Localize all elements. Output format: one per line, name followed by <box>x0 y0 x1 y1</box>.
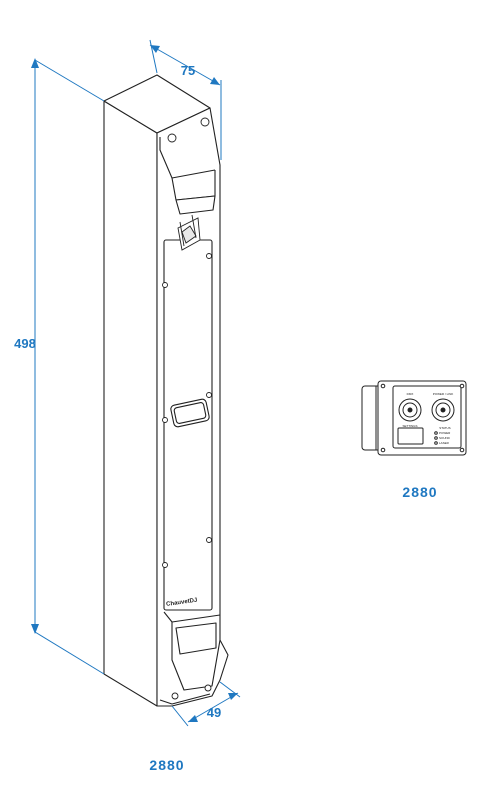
middle-handle-inner <box>173 402 207 424</box>
screw-group <box>162 117 212 700</box>
tower-left-face <box>103 100 158 707</box>
depth-dimension-label: 49 <box>207 705 221 720</box>
status-led-icon <box>434 436 438 440</box>
screw-icon <box>459 447 465 453</box>
status-led-icon <box>434 431 438 435</box>
status-led-icon <box>434 441 438 445</box>
status-item-label: LASER <box>439 441 450 445</box>
status-item-label: SOUND <box>439 436 451 440</box>
screw-icon <box>459 383 465 389</box>
width-dimension-label: 75 <box>181 63 195 78</box>
height-dimension-label: 498 <box>14 336 36 351</box>
tower-fixture-drawing <box>103 74 229 707</box>
height-extension-top <box>34 59 105 102</box>
side-view-caption: 2880 <box>402 484 437 500</box>
width-extension-left <box>149 39 158 74</box>
upper-chamfer <box>159 137 216 179</box>
main-view-caption: 2880 <box>149 757 184 773</box>
screw-icon <box>200 117 210 127</box>
product-logo-text: ChauvetDJ <box>166 598 198 608</box>
bracket-logo-icon <box>177 214 201 251</box>
power-link-label: POWER / LINK <box>433 392 454 396</box>
status-item-label: POWER <box>439 431 451 435</box>
height-extension-bottom <box>34 631 105 675</box>
screw-icon <box>167 133 177 143</box>
dmx-label: DMX <box>407 392 414 396</box>
screw-icon <box>206 537 212 543</box>
screw-icon <box>206 392 212 398</box>
depth-extension-left <box>171 705 189 727</box>
screw-icon <box>162 282 168 288</box>
side-view-drawing <box>361 380 467 456</box>
dimension-arrows <box>31 45 238 722</box>
depth-extension-right <box>219 681 241 698</box>
settings-display <box>397 427 424 445</box>
lower-bevel <box>171 622 221 691</box>
upper-window <box>175 195 216 215</box>
width-dimension-line <box>149 44 221 86</box>
arrow-left-icon <box>188 715 198 722</box>
screw-icon <box>380 383 386 389</box>
arrow-left-icon <box>150 45 160 53</box>
lower-window <box>175 622 217 655</box>
depth-dimension-line <box>187 692 239 723</box>
base-edge <box>159 693 211 705</box>
screw-icon <box>204 684 212 692</box>
screw-icon <box>171 692 179 700</box>
arrow-right-icon <box>228 693 238 700</box>
screw-icon <box>162 562 168 568</box>
arrow-up-icon <box>31 58 39 68</box>
settings-label: SETTINGS <box>402 424 417 428</box>
status-label: STATUS <box>439 426 450 430</box>
arrow-right-icon <box>210 77 220 85</box>
arrow-down-icon <box>31 624 39 634</box>
screw-icon <box>380 447 386 453</box>
dimension-lines <box>34 39 241 727</box>
screw-icon <box>162 417 168 423</box>
screw-icon <box>206 253 212 259</box>
